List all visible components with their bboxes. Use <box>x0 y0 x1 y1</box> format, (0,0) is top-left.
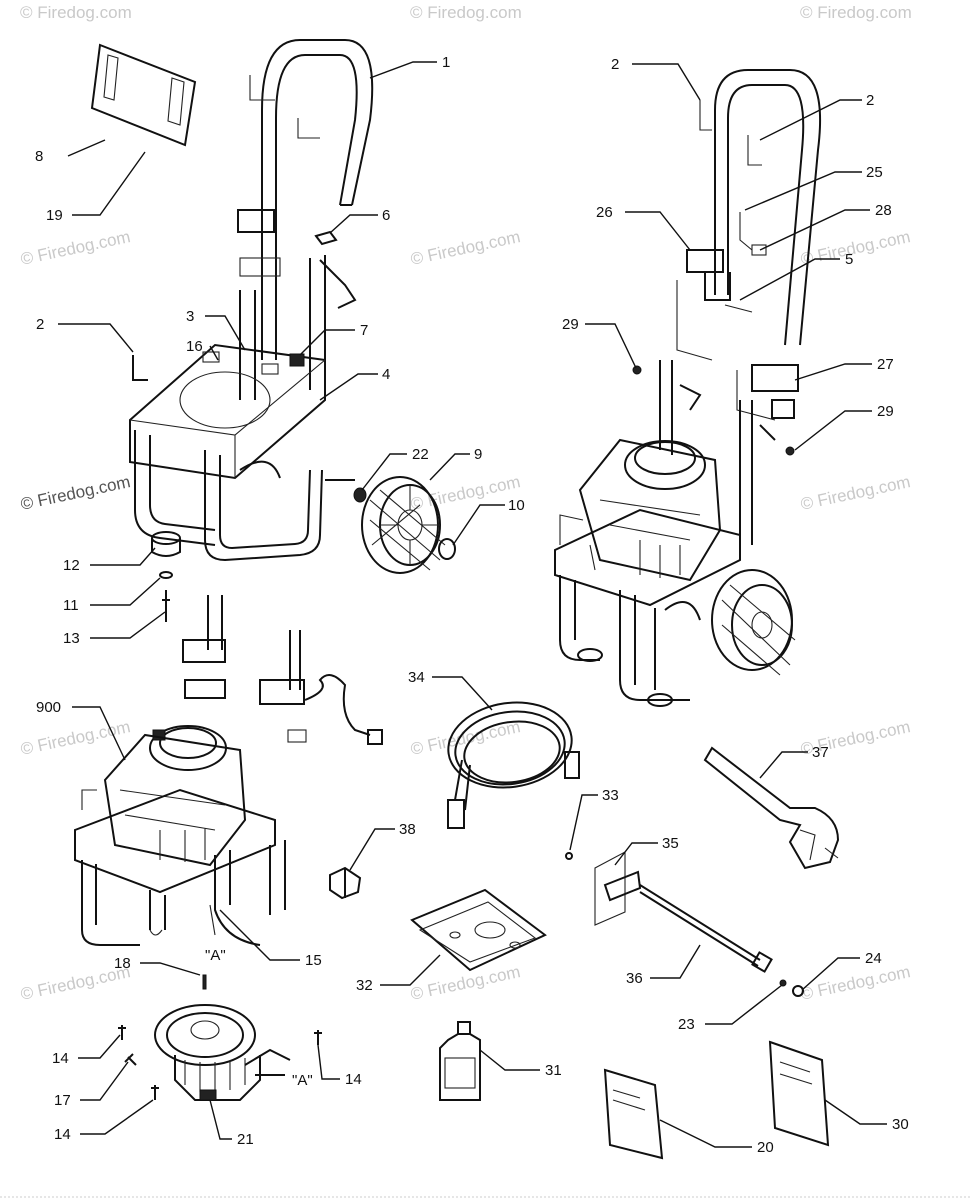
callout-16: 16 <box>186 338 203 355</box>
callout-22: 22 <box>412 446 429 463</box>
callout-14: 14 <box>54 1126 71 1143</box>
watermark: © Firedog.com <box>800 3 912 22</box>
callout-29: 29 <box>562 316 579 333</box>
watermark: © Firedog.com <box>409 227 522 269</box>
callout-24: 24 <box>865 950 882 967</box>
callout-2: 2 <box>866 92 874 109</box>
o-ring <box>565 852 573 860</box>
callout-30: 30 <box>892 1116 909 1133</box>
callout-33: 33 <box>602 787 619 804</box>
callout-37: 37 <box>812 744 829 761</box>
hose-marker: "A" <box>292 1072 313 1089</box>
watermark: © Firedog.com <box>19 472 132 514</box>
frame-assembly <box>90 39 456 622</box>
watermark: © Firedog.com <box>409 472 522 514</box>
callout-13: 13 <box>63 630 80 647</box>
callout-38: 38 <box>399 821 416 838</box>
callout-8: 8 <box>35 148 43 165</box>
callout-2: 2 <box>36 316 44 333</box>
fitting <box>329 866 362 900</box>
callout-27: 27 <box>877 356 894 373</box>
callout-21: 21 <box>237 1131 254 1148</box>
callout-25: 25 <box>866 164 883 181</box>
assembled-unit <box>554 69 822 707</box>
spray-gun <box>703 746 840 870</box>
callout-15: 15 <box>305 952 322 969</box>
callout-14: 14 <box>52 1050 69 1067</box>
manuals <box>603 1040 830 1160</box>
callout-17: 17 <box>54 1092 71 1109</box>
watermark: © Firedog.com <box>799 962 912 1004</box>
callout-31: 31 <box>545 1062 562 1079</box>
hose <box>447 701 580 829</box>
callout-26: 26 <box>596 204 613 221</box>
callout-35: 35 <box>662 835 679 852</box>
callout-4: 4 <box>382 366 390 383</box>
callout-23: 23 <box>678 1016 695 1033</box>
callout-1: 1 <box>442 54 450 71</box>
callout-14: 14 <box>345 1071 362 1088</box>
callout-2: 2 <box>611 56 619 73</box>
callouts: 1 2 2 2 3 4 5 6 7 8 9 10 11 12 13 14 14 … <box>35 54 909 1156</box>
callout-10: 10 <box>508 497 525 514</box>
callout-5: 5 <box>845 251 853 268</box>
callout-900: 900 <box>36 699 61 716</box>
parts-bag <box>410 888 547 972</box>
watermark: © Firedog.com <box>799 227 912 269</box>
oil-bottle <box>439 1021 481 1101</box>
watermark: © Firedog.com <box>19 227 132 269</box>
callout-3: 3 <box>186 308 194 325</box>
pump <box>154 1004 291 1101</box>
watermark: © Firedog.com <box>799 472 912 514</box>
callout-19: 19 <box>46 207 63 224</box>
leader-lines <box>58 61 887 1148</box>
hose-marker: "A" <box>205 947 226 964</box>
callout-34: 34 <box>408 669 425 686</box>
wheel <box>361 476 446 574</box>
callout-20: 20 <box>757 1139 774 1156</box>
callout-32: 32 <box>356 977 373 994</box>
callout-11: 11 <box>63 597 79 614</box>
callout-9: 9 <box>474 446 482 463</box>
callout-36: 36 <box>626 970 643 987</box>
spray-wand <box>594 851 804 997</box>
callout-29: 29 <box>877 403 894 420</box>
watermark: © Firedog.com <box>20 3 132 22</box>
callout-12: 12 <box>63 557 80 574</box>
callout-6: 6 <box>382 207 390 224</box>
engine-pump-assembly <box>74 595 383 1101</box>
callout-18: 18 <box>114 955 131 972</box>
callout-28: 28 <box>875 202 892 219</box>
callout-7: 7 <box>360 322 368 339</box>
watermark: © Firedog.com <box>410 3 522 22</box>
